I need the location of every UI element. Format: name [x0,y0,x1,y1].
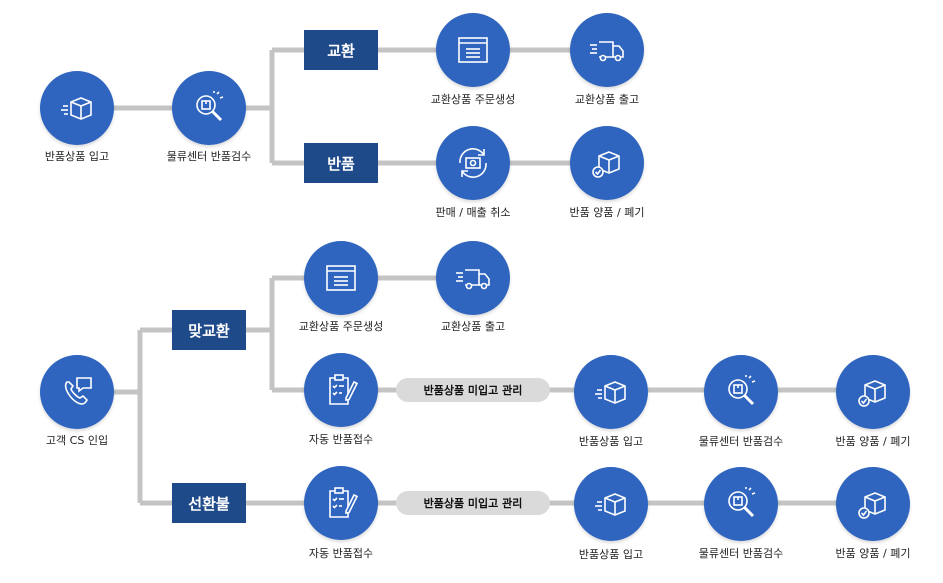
cross-ship-node [436,241,510,315]
return-receipt-node [40,71,114,145]
exchange-order-node [436,13,510,87]
box-check-icon [592,151,620,178]
center-inspection-node [704,355,778,429]
cross-order-node [304,241,378,315]
disposal-node [836,467,910,541]
clipboard-pen-icon [329,374,359,405]
center-inspection-node [704,467,778,541]
pre-refund-branch-box: 선환불 [172,483,246,523]
return-receipt-label: 반품상품 입고 [44,150,110,163]
sales-cancel-label: 판매 / 매출 취소 [435,206,511,219]
box-icon [595,381,626,404]
refund-cash-icon [459,148,487,178]
return-receipt-node [574,467,648,541]
auto-receipt-node [304,353,378,427]
pending-return-pill: 반품상품 미입고 관리 [396,491,550,515]
disposal-label: 반품 양품 / 폐기 [569,206,645,219]
box-check-icon [858,492,886,519]
return-receipt-label: 반품상품 입고 [578,435,644,448]
disposal-label: 반품 양품 / 폐기 [835,435,911,448]
return-receipt-node [574,355,648,429]
phone-chat-icon [64,377,92,405]
auto-receipt-label: 자동 반품접수 [308,547,374,560]
disposal-node [836,355,910,429]
truck-icon [590,41,624,62]
exchange-ship-label: 교환상품 출고 [574,93,640,106]
box-icon [595,493,626,516]
truck-icon [456,269,490,290]
cross-exchange-branch-box: 맞교환 [172,310,246,350]
magnifier-box-icon [196,91,224,122]
box-check-icon [858,380,886,407]
box-icon [61,97,92,120]
sales-cancel-node [436,126,510,200]
cross-order-label: 교환상품 주문생성 [298,320,384,333]
disposal-label: 반품 양품 / 폐기 [835,547,911,560]
pending-return-pill: 반품상품 미입고 관리 [396,378,550,402]
magnifier-box-icon [728,487,756,518]
auto-receipt-label: 자동 반품접수 [308,433,374,446]
order-window-icon [458,37,488,63]
cs-inbound-label: 고객 CS 인입 [45,434,109,447]
cs-inbound-node [40,355,114,429]
clipboard-pen-icon [329,487,359,518]
magnifier-box-icon [728,375,756,406]
return-branch-box: 반품 [304,143,378,183]
exchange-order-label: 교환상품 주문생성 [430,93,516,106]
exchange-ship-node [570,13,644,87]
auto-receipt-node [304,466,378,540]
disposal-node [570,126,644,200]
center-inspection-label: 물류센터 반품검수 [698,435,784,448]
center-inspection-node [172,71,246,145]
cross-ship-label: 교환상품 출고 [440,320,506,333]
return-receipt-label: 반품상품 입고 [578,548,644,561]
center-inspection-label: 물류센터 반품검수 [166,150,252,163]
exchange-branch-box: 교환 [304,30,378,70]
order-window-icon [326,265,356,291]
center-inspection-label: 물류센터 반품검수 [698,547,784,560]
